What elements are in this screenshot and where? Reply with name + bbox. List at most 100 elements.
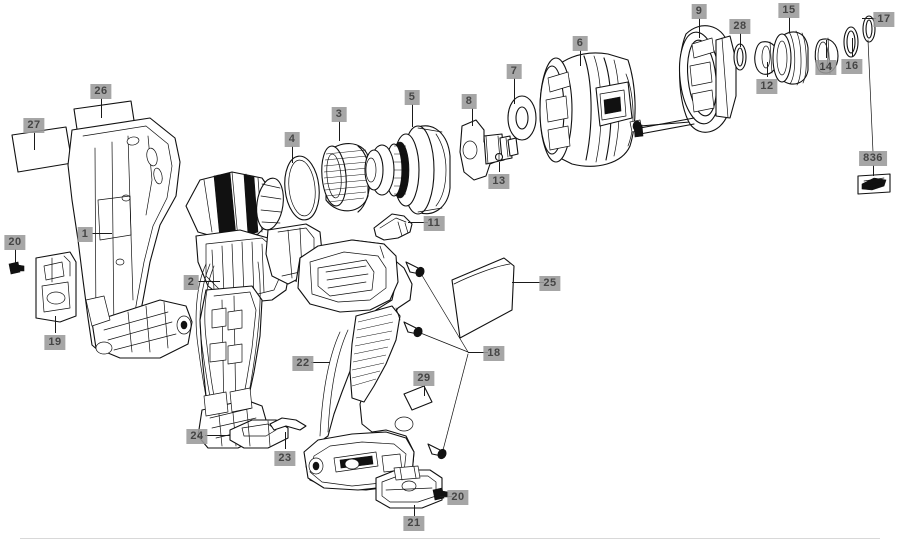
leader-23: [285, 432, 286, 449]
callout-number: 20: [447, 490, 469, 505]
leader-9: [699, 18, 700, 38]
callout-22[interactable]: 22: [292, 353, 314, 371]
callout-number: 18: [483, 346, 505, 361]
leader-27: [34, 132, 35, 150]
leader-12: [767, 62, 768, 77]
callout-number: 8: [461, 94, 477, 109]
part-24-end-cap-plate: [229, 419, 289, 449]
callout-2[interactable]: 2: [183, 272, 199, 290]
callout-14[interactable]: 14: [815, 57, 837, 75]
callout-836[interactable]: 836: [859, 148, 887, 166]
callout-5[interactable]: 5: [404, 87, 420, 105]
callout-16[interactable]: 16: [841, 56, 863, 74]
part-20-screw-lower: [432, 487, 449, 501]
callout-1[interactable]: 1: [77, 224, 93, 242]
callout-number: 5: [404, 90, 420, 105]
part-4-o-ring-large: [284, 155, 320, 221]
callout-number: 29: [413, 371, 435, 386]
callout-13[interactable]: 13: [488, 171, 510, 189]
leader-1: [92, 233, 112, 234]
part-29-nameplate-strip: [403, 385, 433, 411]
callout-12[interactable]: 12: [756, 76, 778, 94]
callout-number: 9: [691, 4, 707, 19]
callout-number: 3: [331, 107, 347, 122]
callout-number: 17: [873, 12, 895, 27]
callout-9[interactable]: 9: [691, 1, 707, 19]
callout-11[interactable]: 11: [423, 213, 445, 231]
callout-8[interactable]: 8: [461, 91, 477, 109]
callout-20[interactable]: 20: [4, 232, 26, 250]
part-8-spindle-anvil: [459, 119, 519, 181]
part-25-label-plate-large: [451, 257, 515, 339]
part-19-belt-hook-bracket: [35, 251, 77, 323]
callout-number: 22: [292, 356, 314, 371]
callout-25[interactable]: 25: [539, 273, 561, 291]
callout-6[interactable]: 6: [572, 33, 588, 51]
callout-number: 13: [488, 174, 510, 189]
callout-number: 4: [284, 132, 300, 147]
part-23-spring-clip: [269, 417, 307, 431]
part-7-washer-flat: [507, 95, 537, 141]
callout-20-lower[interactable]: 20: [447, 487, 469, 505]
leader-8: [472, 108, 473, 126]
leader-6: [580, 50, 581, 66]
callout-15[interactable]: 15: [778, 0, 800, 18]
part-17-o-ring-thin: [862, 15, 876, 43]
callout-29[interactable]: 29: [413, 368, 435, 386]
leader-7: [514, 78, 515, 104]
callout-23[interactable]: 23: [274, 448, 296, 466]
leader-29: [424, 385, 425, 396]
leader-2: [198, 281, 220, 282]
part-5-anvil-hammer-assembly: [364, 125, 451, 215]
leader-22: [311, 362, 330, 363]
callout-number: 15: [778, 3, 800, 18]
part-13-pin-small: [494, 152, 504, 162]
leader-836: [873, 165, 874, 176]
callout-number: 16: [841, 59, 863, 74]
callout-26[interactable]: 26: [90, 81, 112, 99]
part-3-collar-ring-knurled: [321, 143, 371, 213]
callout-17[interactable]: 17: [873, 9, 895, 27]
part-11-contact-clip: [373, 213, 413, 241]
leader-17-to-836: [867, 39, 874, 153]
callout-number: 2: [183, 275, 199, 290]
callout-number: 27: [23, 118, 45, 133]
callout-number: 26: [90, 84, 112, 99]
callout-number: 12: [756, 79, 778, 94]
callout-number: 28: [729, 19, 751, 34]
callout-18[interactable]: 18: [483, 343, 505, 361]
callout-28[interactable]: 28: [729, 16, 751, 34]
callout-number: 25: [539, 276, 561, 291]
leader-26: [101, 98, 102, 118]
callout-number: 24: [186, 429, 208, 444]
callout-4[interactable]: 4: [284, 129, 300, 147]
leader-20: [15, 249, 16, 263]
part-836-service-kit-brushes: [857, 173, 891, 195]
callout-21[interactable]: 21: [403, 513, 425, 531]
callout-number: 19: [44, 335, 66, 350]
callout-3[interactable]: 3: [331, 104, 347, 122]
callout-24[interactable]: 24: [186, 426, 208, 444]
footer-divider: [20, 538, 880, 539]
callout-number: 14: [815, 60, 837, 75]
part-16-washer-thin: [843, 26, 859, 58]
leader-3: [339, 121, 340, 141]
part-9-chuck-collar-assembly: [633, 25, 737, 138]
callout-19[interactable]: 19: [44, 332, 66, 350]
leader-15: [789, 17, 790, 33]
leader-28: [740, 33, 741, 47]
part-18-screw-set: [403, 261, 469, 460]
leader-24: [205, 435, 230, 436]
callout-7[interactable]: 7: [506, 61, 522, 79]
callout-27[interactable]: 27: [23, 115, 45, 133]
callout-number: 11: [423, 216, 445, 231]
leader-5: [412, 104, 413, 127]
leader-19: [55, 316, 56, 333]
callout-number: 836: [859, 151, 887, 166]
callout-number: 6: [572, 36, 588, 51]
part-22-housing-half-right: [295, 239, 415, 491]
callout-number: 20: [4, 235, 26, 250]
part-15-sleeve-bushing: [772, 30, 809, 86]
